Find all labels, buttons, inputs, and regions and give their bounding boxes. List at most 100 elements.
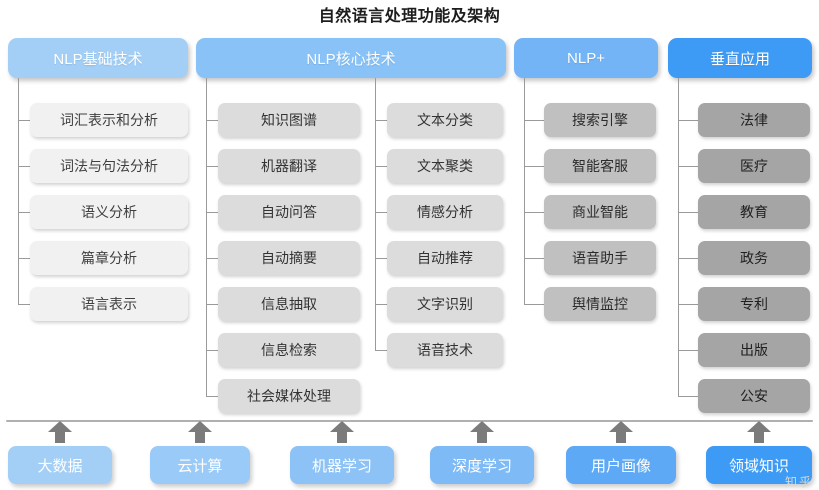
item-label: 词汇表示和分析 <box>60 112 158 128</box>
item-box[interactable]: 篇章分析 <box>30 241 188 275</box>
item-box[interactable]: 公安 <box>698 379 810 413</box>
item-box[interactable]: 自动摘要 <box>218 241 360 275</box>
stub-line <box>206 350 218 351</box>
item-label: 知识图谱 <box>261 112 317 128</box>
foundation-label: 领域知识 <box>728 457 789 475</box>
item-label: 语义分析 <box>81 204 137 220</box>
item-box[interactable]: 词汇表示和分析 <box>30 103 188 137</box>
column-header-nlp-core[interactable]: NLP核心技术 <box>196 38 506 78</box>
item-box[interactable]: 教育 <box>698 195 810 229</box>
item-box[interactable]: 自动问答 <box>218 195 360 229</box>
item-box[interactable]: 文本聚类 <box>387 149 503 183</box>
item-box[interactable]: 商业智能 <box>544 195 656 229</box>
stub-line <box>524 304 544 305</box>
item-box[interactable]: 语音技术 <box>387 333 503 367</box>
item-box[interactable]: 信息检索 <box>218 333 360 367</box>
item-label: 文字识别 <box>417 296 473 312</box>
item-label: 教育 <box>740 204 768 220</box>
item-box[interactable]: 机器翻译 <box>218 149 360 183</box>
column-header-vertical-apps[interactable]: 垂直应用 <box>668 38 812 78</box>
stub-line <box>18 166 30 167</box>
trunk-line-nlp-plus-0 <box>524 78 525 304</box>
item-label: 机器翻译 <box>261 158 317 174</box>
up-arrow-icon <box>609 421 633 443</box>
item-box[interactable]: 情感分析 <box>387 195 503 229</box>
item-box[interactable]: 信息抽取 <box>218 287 360 321</box>
item-box[interactable]: 词法与句法分析 <box>30 149 188 183</box>
item-label: 政务 <box>740 250 768 266</box>
item-label: 语音技术 <box>417 342 473 358</box>
foundation-label: 云计算 <box>177 457 223 475</box>
item-box[interactable]: 舆情监控 <box>544 287 656 321</box>
item-box[interactable]: 专利 <box>698 287 810 321</box>
stub-line <box>678 350 698 351</box>
item-box[interactable]: 语音助手 <box>544 241 656 275</box>
item-label: 词法与句法分析 <box>60 158 158 174</box>
item-label: 情感分析 <box>417 204 473 220</box>
item-label: 医疗 <box>740 158 768 174</box>
stub-line <box>18 212 30 213</box>
item-label: 公安 <box>740 388 768 404</box>
item-box[interactable]: 自动推荐 <box>387 241 503 275</box>
up-arrow-icon <box>330 421 354 443</box>
stub-line <box>375 258 387 259</box>
item-label: 社会媒体处理 <box>247 388 331 404</box>
item-box[interactable]: 医疗 <box>698 149 810 183</box>
item-box[interactable]: 知识图谱 <box>218 103 360 137</box>
item-label: 信息抽取 <box>261 296 317 312</box>
stub-line <box>678 166 698 167</box>
stub-line <box>678 212 698 213</box>
stub-line <box>375 166 387 167</box>
item-label: 自动推荐 <box>417 250 473 266</box>
stub-line <box>678 396 698 397</box>
up-arrow-icon <box>470 421 494 443</box>
item-box[interactable]: 文字识别 <box>387 287 503 321</box>
item-box[interactable]: 语言表示 <box>30 287 188 321</box>
item-box[interactable]: 出版 <box>698 333 810 367</box>
stub-line <box>18 304 30 305</box>
foundation-box[interactable]: 深度学习 <box>430 446 534 484</box>
foundation-box[interactable]: 领域知识 <box>706 446 812 484</box>
column-header-nlp-basic[interactable]: NLP基础技术 <box>8 38 188 78</box>
stub-line <box>678 120 698 121</box>
column-header-label: NLP+ <box>567 49 605 67</box>
item-label: 法律 <box>740 112 768 128</box>
foundation-label: 机器学习 <box>311 457 372 475</box>
foundation-box[interactable]: 大数据 <box>8 446 112 484</box>
item-box[interactable]: 搜索引擎 <box>544 103 656 137</box>
stub-line <box>206 396 218 397</box>
item-box[interactable]: 文本分类 <box>387 103 503 137</box>
item-box[interactable]: 法律 <box>698 103 810 137</box>
up-arrow-icon <box>48 421 72 443</box>
stub-line <box>375 304 387 305</box>
stub-line <box>206 258 218 259</box>
item-box[interactable]: 语义分析 <box>30 195 188 229</box>
foundation-label: 深度学习 <box>451 457 512 475</box>
stub-line <box>375 350 387 351</box>
item-label: 语音助手 <box>572 250 628 266</box>
item-label: 文本聚类 <box>417 158 473 174</box>
item-box[interactable]: 社会媒体处理 <box>218 379 360 413</box>
foundation-box[interactable]: 云计算 <box>150 446 250 484</box>
column-header-label: NLP基础技术 <box>53 50 143 68</box>
item-label: 自动摘要 <box>261 250 317 266</box>
stub-line <box>206 120 218 121</box>
item-label: 专利 <box>740 296 768 312</box>
item-label: 文本分类 <box>417 112 473 128</box>
column-header-label: NLP核心技术 <box>306 50 396 68</box>
foundation-box[interactable]: 用户画像 <box>566 446 676 484</box>
stub-line <box>524 120 544 121</box>
item-box[interactable]: 政务 <box>698 241 810 275</box>
stub-line <box>18 258 30 259</box>
item-label: 舆情监控 <box>572 296 628 312</box>
item-box[interactable]: 智能客服 <box>544 149 656 183</box>
trunk-line-vertical-apps-0 <box>678 78 679 396</box>
trunk-line-nlp-basic-0 <box>18 78 19 304</box>
foundation-box[interactable]: 机器学习 <box>290 446 394 484</box>
item-label: 篇章分析 <box>81 250 137 266</box>
stub-line <box>678 258 698 259</box>
stub-line <box>524 166 544 167</box>
item-label: 信息检索 <box>261 342 317 358</box>
up-arrow-icon <box>747 421 771 443</box>
column-header-nlp-plus[interactable]: NLP+ <box>514 38 658 78</box>
